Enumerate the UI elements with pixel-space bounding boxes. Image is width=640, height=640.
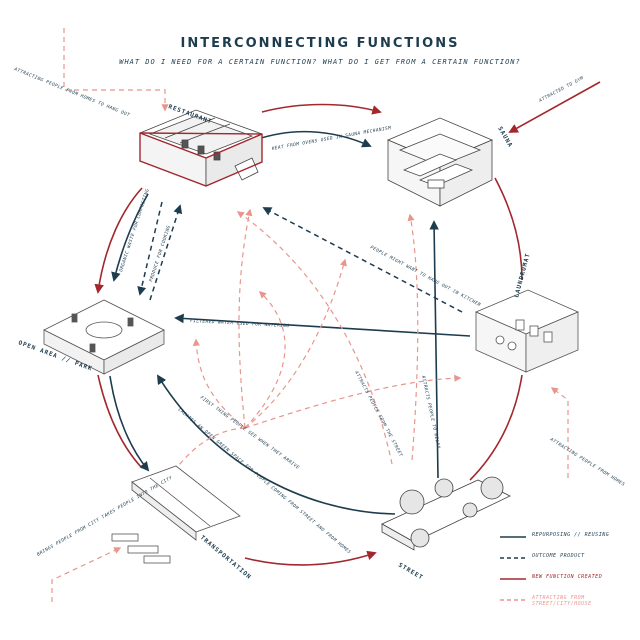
arrow-green-space xyxy=(156,374,396,515)
arrow-open-transport xyxy=(109,375,150,472)
arc-open-restaurant xyxy=(94,187,143,294)
laundromat-illustration xyxy=(474,289,580,373)
label-homes-left: ATTRACTING PEOPLE FROM HOMES TO HANG OUT xyxy=(12,66,130,119)
label-attract-street: ATTRACTS PEOPLE FROM THE STREET xyxy=(353,369,404,458)
legend-swatch-dashed-teal-icon xyxy=(500,557,526,559)
arrow-street-rest xyxy=(236,211,393,465)
label-sauna: SAUNA xyxy=(496,126,514,149)
cycle-arcs xyxy=(94,103,523,566)
arc-open-transport xyxy=(97,374,143,469)
label-produce: PRODUCE FOR COOKING xyxy=(148,225,172,283)
label-transportation: TRANSPORTATION xyxy=(199,534,253,581)
label-hangout: PEOPLE MIGHT WANT TO HANG OUT IN KITCHEN xyxy=(369,244,482,308)
arrow-fan-1 xyxy=(238,208,253,429)
label-attract-relax: ATTRACTS PEOPLE TO RELAX xyxy=(420,374,442,449)
arrow-street-sauna xyxy=(407,213,419,461)
label-heat: HEAT FROM OVENS USED IN SAUNA MECHANISM xyxy=(270,125,391,152)
outcome-arrows xyxy=(137,201,463,313)
legend-label: REPURPOSING // REUSING xyxy=(532,532,610,538)
arrow-water xyxy=(174,313,471,337)
label-organic: ORGANIC WASTE FOR COMPOSTING xyxy=(118,188,151,273)
transportation-illustration xyxy=(111,465,241,564)
street-illustration xyxy=(381,476,511,551)
legend-item-repurposing: REPURPOSING // REUSING xyxy=(500,532,640,553)
arrow-homes-left xyxy=(63,28,169,112)
label-water: FILTERED WATER USED FOR WATERING xyxy=(190,318,290,329)
diagram-title: INTERCONNECTING FUNCTIONS xyxy=(180,36,460,51)
legend-swatch-dashed-salmon-icon xyxy=(500,599,526,601)
label-gym: ATTRACTED TO GYM xyxy=(537,75,585,104)
legend-item-outcome: OUTCOME PRODUCT xyxy=(500,553,640,574)
legend-label: OUTCOME PRODUCT xyxy=(532,553,585,559)
arrow-fan-4 xyxy=(244,374,462,429)
repurposing-arrows xyxy=(109,130,471,515)
arrow-fan-2 xyxy=(192,338,246,429)
legend-item-attracting: ATTRACTING FROM STREET/CITY/HOUSE xyxy=(500,595,640,616)
label-street: STREET xyxy=(397,562,424,582)
arrow-relax xyxy=(429,220,439,479)
arrow-homes-right xyxy=(550,387,569,478)
arrow-fan-3 xyxy=(244,258,347,429)
legend-swatch-solid-red-icon xyxy=(500,578,526,580)
park-illustration xyxy=(43,299,165,375)
arc-laundromat-street xyxy=(469,374,523,481)
arrow-produce xyxy=(149,204,183,301)
restaurant-illustration xyxy=(138,109,264,187)
arc-sauna-laundromat xyxy=(494,177,523,281)
legend-swatch-solid-teal-icon xyxy=(500,536,526,538)
diagram-subtitle: WHAT DO I NEED FOR A CERTAIN FUNCTION? W… xyxy=(119,58,521,66)
legend: REPURPOSING // REUSING OUTCOME PRODUCT N… xyxy=(500,532,640,616)
arrow-heat xyxy=(254,130,372,148)
sauna-illustration xyxy=(386,117,494,207)
label-homes-left-1: ATTRACTING PEOPLE FROM HOMES TO HANG OUT xyxy=(12,66,130,119)
arrow-gym xyxy=(508,81,601,133)
arc-restaurant-sauna xyxy=(261,103,382,115)
arrow-hangout xyxy=(262,207,463,313)
arrow-city xyxy=(51,547,122,602)
label-homes-right: ATTRACTING PEOPLE FROM HOMES xyxy=(548,436,626,488)
arc-street-transport xyxy=(244,550,377,566)
legend-item-new-function: NEW FUNCTION CREATED xyxy=(500,574,640,595)
label-city: BRINGS PEOPLE FROM CITY TAKES PEOPLE INT… xyxy=(36,475,174,558)
arrow-rest-open xyxy=(111,193,149,282)
legend-label: ATTRACTING FROM STREET/CITY/HOUSE xyxy=(532,595,592,607)
arrow-organic xyxy=(137,201,163,296)
legend-label: NEW FUNCTION CREATED xyxy=(532,574,603,580)
arrow-fan-5 xyxy=(244,291,286,429)
label-first-thing: FIRST THING PEOPLE SEE WHEN THEY ARRIVE xyxy=(199,395,301,471)
